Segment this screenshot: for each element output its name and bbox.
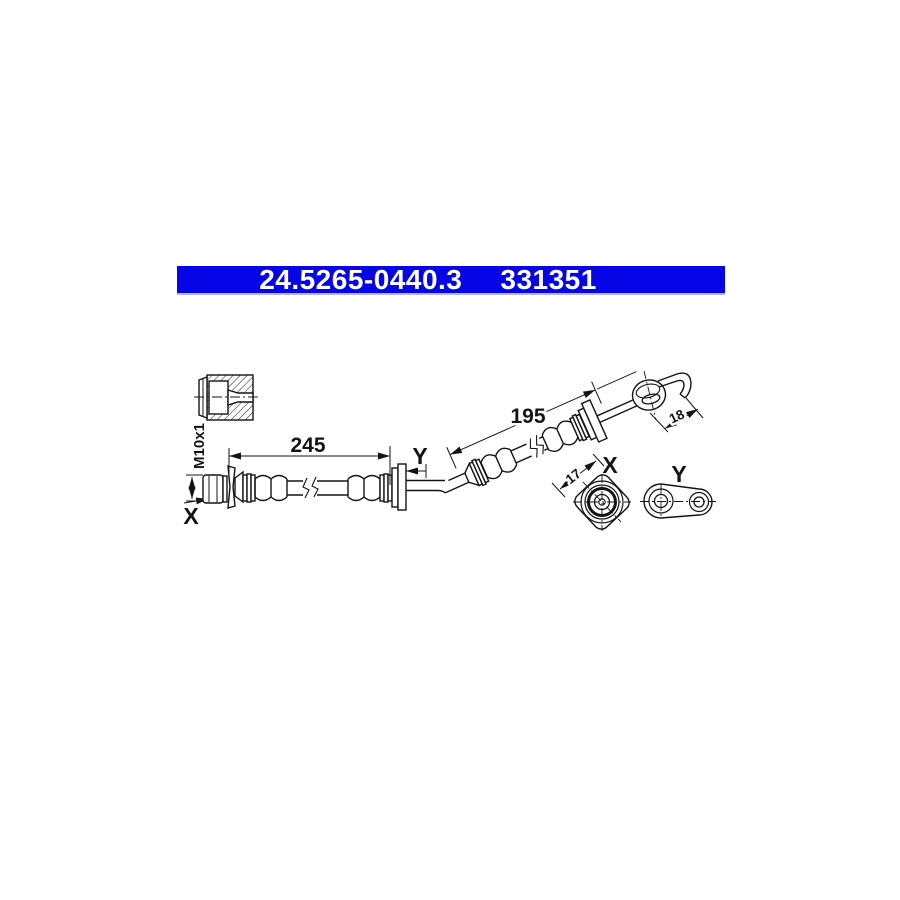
- hose-end-fitting-left: [202, 465, 288, 509]
- dimension-18: [649, 397, 704, 433]
- thread-dimension: [186, 474, 203, 502]
- dim-18-label: 18: [667, 406, 687, 426]
- break-symbol: [302, 477, 310, 499]
- hook-pipe: [657, 372, 692, 399]
- thread-label: M10x1: [191, 423, 208, 469]
- mid-collar: [391, 467, 399, 508]
- view-y-label: Y: [412, 443, 427, 469]
- dimension-195: [446, 371, 637, 469]
- hose-straight: [287, 463, 446, 511]
- dim-245-label: 245: [290, 434, 325, 457]
- part-number: 24.5265-0440.3: [259, 264, 463, 295]
- view-arrow-y: Y: [406, 443, 428, 478]
- end-view-x-label: X: [602, 452, 618, 478]
- hose-diagonal: [444, 371, 644, 494]
- fitting-cross-section: [194, 374, 258, 421]
- dimension-17: [551, 453, 605, 498]
- end-view-y-label: Y: [671, 461, 686, 487]
- dimension-245: [228, 446, 391, 485]
- banjo-fitting: [631, 370, 692, 421]
- end-view-x: [573, 474, 631, 531]
- end-view-y: [640, 483, 716, 519]
- part-header-bar: 24.5265-0440.3 331351: [177, 264, 725, 295]
- view-arrow-x: X: [183, 497, 209, 529]
- ref-number: 331351: [500, 264, 597, 295]
- dim-195-label: 195: [510, 405, 545, 428]
- view-x-label: X: [183, 503, 199, 529]
